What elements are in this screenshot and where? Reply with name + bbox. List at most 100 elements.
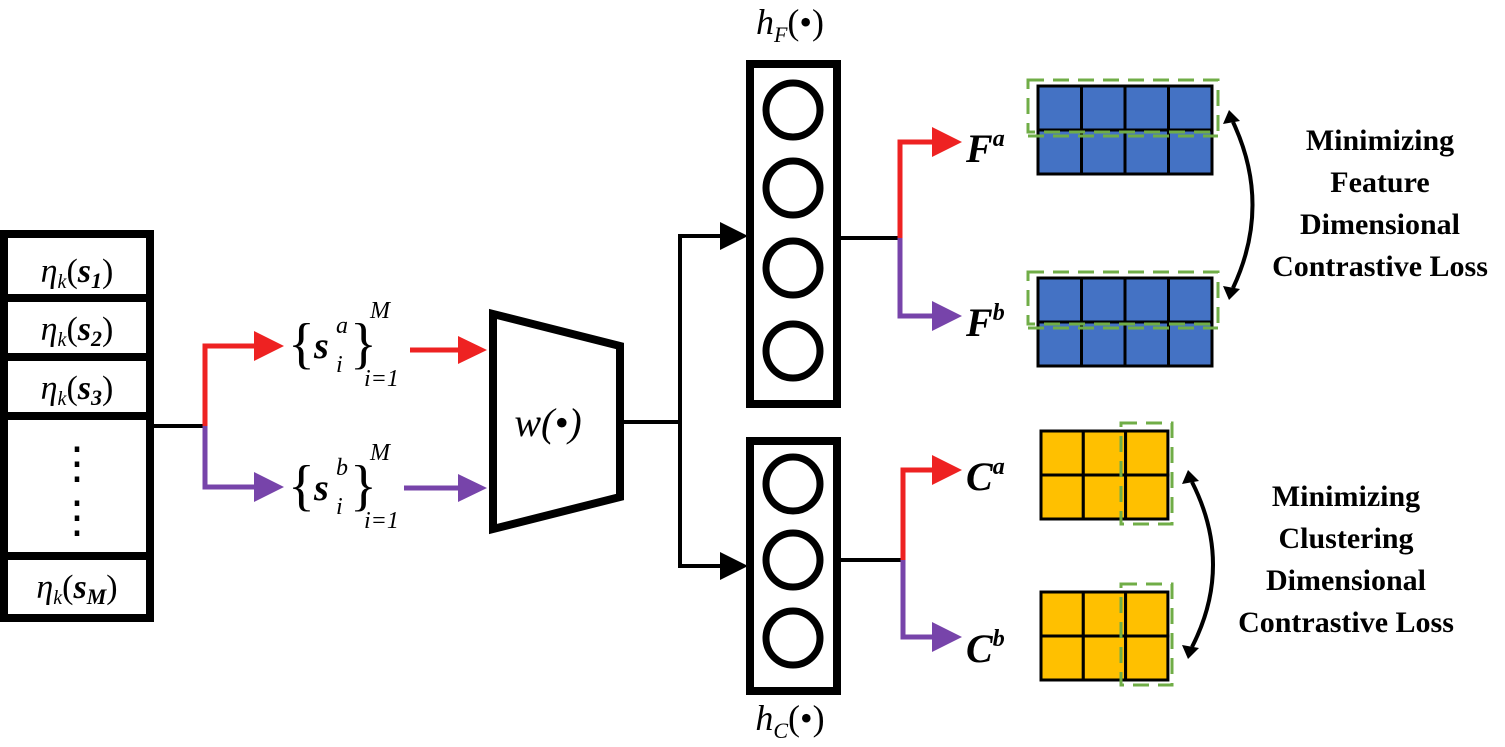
highlight-dashed-box — [1119, 582, 1174, 687]
arrowhead-to-cluster-head — [720, 552, 748, 580]
view-b-symbol: s — [313, 467, 329, 509]
matrix-cell — [1036, 84, 1083, 132]
matrix-cell — [1080, 84, 1127, 132]
view-b-lower: i=1 — [364, 508, 399, 534]
caption-line: Clustering — [1279, 522, 1414, 555]
matrix-cell — [1036, 276, 1083, 324]
cluster-matrix-b — [1039, 582, 1174, 687]
view-a-sub: i — [336, 352, 343, 378]
matrix-cell — [1081, 429, 1128, 477]
view-a-lower: i=1 — [364, 366, 399, 392]
feature-loss-caption: Minimizing Feature Dimensional Contrasti… — [1272, 124, 1488, 283]
input-stack-frame — [0, 230, 154, 622]
caption-line: Minimizing — [1272, 480, 1420, 513]
neuron-node — [762, 453, 824, 515]
caption-line: Feature — [1330, 166, 1429, 199]
matrix-cell — [1039, 590, 1085, 638]
encoder: w(•) — [489, 308, 624, 535]
feature-output-branch: Fa Fb — [840, 126, 1005, 345]
highlight-dashed-box — [1026, 270, 1220, 326]
cluster-head-label: hC(•) — [755, 698, 824, 743]
feature-head-label: hF(•) — [756, 2, 824, 47]
matrix-cell — [1123, 276, 1170, 324]
arrowhead-to-cb — [932, 622, 962, 652]
matrix-cell — [1123, 84, 1170, 132]
cluster-head: hC(•) — [746, 437, 841, 743]
arrowhead-a-to-encoder — [458, 336, 487, 364]
output-cb-label: Cb — [966, 626, 1005, 671]
view-set-a: { s a i } M i=1 — [288, 298, 487, 392]
cluster-contrast-curve — [1190, 481, 1215, 648]
input-item-3: ηk(s3) — [41, 370, 114, 410]
input-ellipsis: ⋮ — [55, 439, 99, 488]
arrow-to-cb — [900, 560, 934, 640]
encoder-trapezoid — [489, 308, 624, 535]
output-fa-label: Fa — [965, 126, 1005, 171]
view-a-sup: a — [336, 313, 348, 339]
neuron-node — [762, 607, 824, 669]
arrowhead-to-ca — [932, 455, 962, 485]
brace-open: { — [288, 313, 315, 375]
neuron-node — [762, 237, 824, 299]
caption-line: Dimensional — [1266, 564, 1426, 597]
highlight-dashed-box — [1026, 78, 1220, 134]
augmentation-split — [150, 331, 284, 502]
input-stack: ηk(s1) ηk(s2) ηk(s3) ⋮ ⋮ ηk(sM) — [0, 230, 154, 622]
arrow-to-feature-head — [678, 234, 722, 422]
arrowhead-b-to-encoder — [458, 474, 487, 502]
arrow-to-fa — [897, 139, 934, 238]
cluster-matrix-a — [1039, 421, 1174, 526]
view-b-sup: b — [336, 455, 348, 481]
highlight-dashed-box — [1119, 421, 1174, 526]
arrowhead-to-fa — [932, 127, 962, 157]
feature-contrast-curve — [1231, 121, 1255, 289]
brace-open: { — [288, 455, 315, 517]
matrix-cell — [1081, 590, 1128, 638]
arrow-to-cluster-head — [678, 422, 722, 568]
output-fb-label: Fb — [965, 300, 1005, 345]
input-item-2: ηk(s2) — [41, 311, 114, 351]
matrix-cell — [1039, 473, 1085, 521]
matrix-cell — [1080, 276, 1127, 324]
caption-line: Minimizing — [1306, 124, 1454, 157]
encoder-label: w(•) — [514, 400, 581, 445]
matrix-cell — [1167, 276, 1214, 324]
encoder-to-heads — [624, 222, 748, 580]
input-item-1: ηk(s1) — [41, 253, 114, 293]
matrix-cell — [1124, 473, 1170, 521]
matrix-cell — [1039, 429, 1085, 477]
caption-line: Dimensional — [1300, 208, 1460, 241]
arrowhead-cluster-down — [1182, 645, 1199, 659]
matrix-cell — [1081, 473, 1128, 521]
feature-loss-arc — [1223, 110, 1255, 300]
arrowhead-to-feature-head — [720, 222, 748, 250]
view-b-upper: M — [369, 440, 392, 466]
matrix-cell — [1039, 634, 1085, 682]
arrowhead-view-a — [254, 331, 284, 361]
arrow-to-ca — [900, 467, 934, 560]
feature-head: hF(•) — [746, 2, 841, 408]
matrix-cell — [1124, 590, 1170, 638]
neuron-node — [762, 157, 824, 219]
arrow-view-b — [202, 426, 255, 490]
arrowhead-view-b — [254, 472, 284, 502]
matrix-cell — [1081, 634, 1128, 682]
cluster-loss-caption: Minimizing Clustering Dimensional Contra… — [1238, 480, 1454, 639]
matrix-cell — [1167, 84, 1214, 132]
arrowhead-feature-down — [1223, 286, 1240, 300]
view-set-b: { s b i } M i=1 — [288, 440, 487, 534]
cluster-output-branch: Ca Cb — [840, 454, 1005, 671]
neuron-node — [762, 529, 824, 591]
arrowhead-cluster-up — [1182, 470, 1199, 484]
neuron-node — [762, 79, 824, 141]
caption-line: Contrastive Loss — [1272, 250, 1488, 283]
arrowhead-to-fb — [932, 301, 962, 331]
feature-matrix-a — [1026, 78, 1220, 176]
input-ellipsis: ⋮ — [55, 493, 99, 542]
caption-line: Contrastive Loss — [1238, 606, 1454, 639]
matrix-cell — [1124, 634, 1170, 682]
brace-close: } — [350, 455, 377, 517]
arrow-to-fb — [897, 238, 934, 319]
view-a-symbol: s — [313, 325, 329, 367]
